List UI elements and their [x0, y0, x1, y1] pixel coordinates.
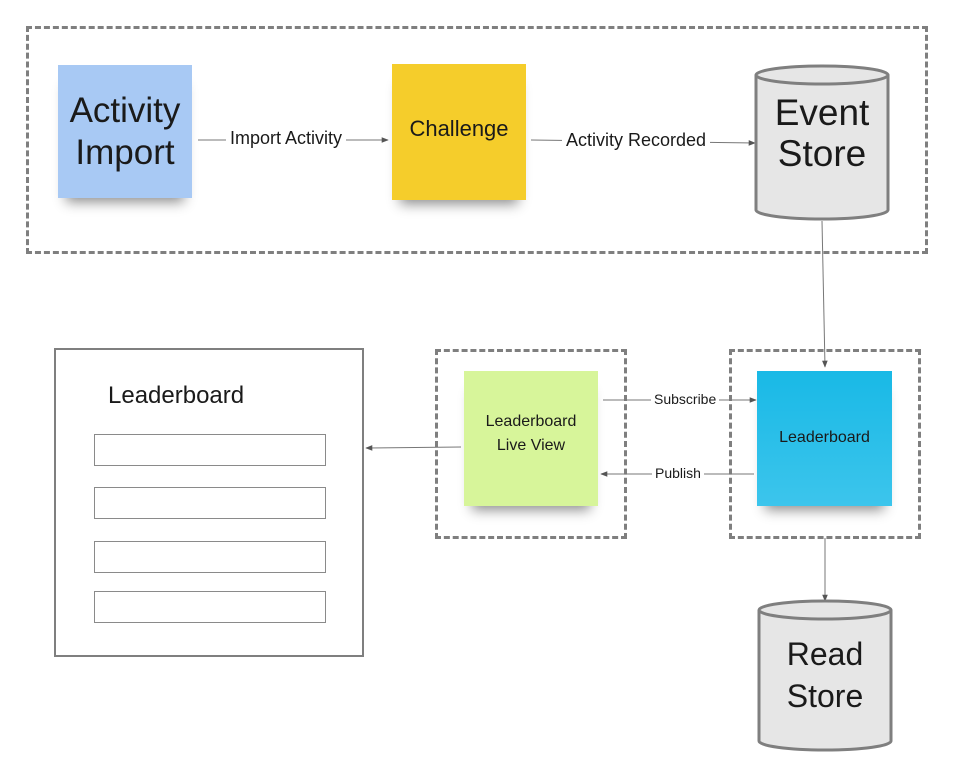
live-view-line2: Live View: [496, 436, 566, 454]
read-store-label: Read Store: [759, 634, 891, 717]
leaderboard-row: [94, 487, 326, 519]
read-store-cylinder: [757, 599, 893, 752]
read-store-line2: Store: [786, 677, 864, 714]
leaderboard-ui-title: Leaderboard: [108, 382, 245, 409]
activity-import-sticky: Activity Import: [58, 65, 192, 198]
live-view-line1: Leaderboard: [485, 412, 577, 430]
activity-import-line2: Import: [75, 132, 175, 172]
leaderboard-projection-sticky: Leaderboard: [757, 371, 892, 506]
event-store-cylinder: [754, 64, 890, 221]
activity-recorded-label: Activity Recorded: [562, 131, 711, 149]
leaderboard-live-view-sticky: Leaderboard Live View: [464, 371, 598, 506]
live-view-to-ui-arrow: [365, 445, 462, 451]
challenge-sticky: Challenge: [392, 64, 526, 200]
event-store-line1: Event: [774, 92, 870, 133]
leaderboard-row: [94, 541, 326, 573]
event-store-line2: Store: [777, 133, 867, 175]
import-activity-label: Import Activity: [226, 129, 347, 147]
leaderboard-row: [94, 434, 326, 466]
read-store-line1: Read: [786, 636, 864, 672]
publish-label: Publish: [652, 466, 704, 480]
write-side-group: [26, 26, 928, 254]
event-store-label: Event Store: [756, 92, 888, 175]
subscribe-label: Subscribe: [651, 392, 720, 406]
leaderboard-projection-label: Leaderboard: [779, 428, 870, 446]
activity-import-line1: Activity: [69, 90, 181, 130]
leaderboard-ui-wireframe: Leaderboard: [54, 348, 364, 657]
live-view-group: [435, 349, 627, 539]
leaderboard-row: [94, 591, 326, 623]
challenge-label: Challenge: [409, 116, 509, 141]
event-store-to-leaderboard-arrow: [821, 220, 828, 368]
